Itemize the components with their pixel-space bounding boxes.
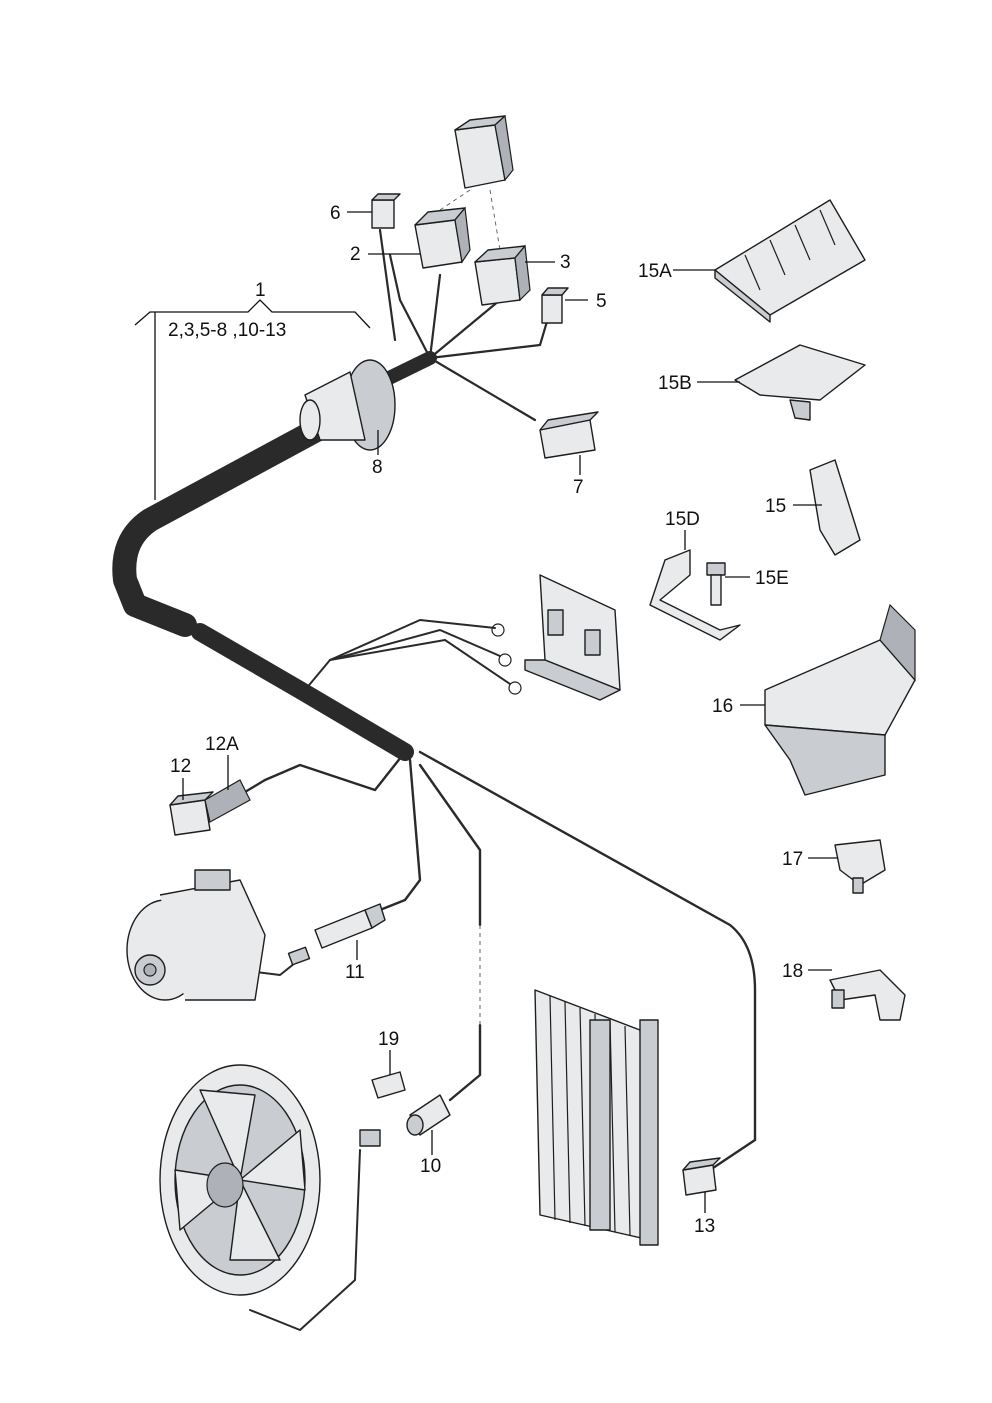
callout-labels: 1 2,3,5-8 ,10-13 6 2 3 5 8 7 15A 15B 15 … bbox=[168, 203, 803, 1237]
connector-7 bbox=[539, 411, 599, 459]
callout-5: 5 bbox=[596, 291, 607, 312]
callout-16: 16 bbox=[712, 696, 733, 717]
callout-19: 19 bbox=[378, 1029, 399, 1050]
relay-socket-3 bbox=[474, 244, 531, 306]
callout-8: 8 bbox=[372, 457, 383, 478]
callout-15b: 15B bbox=[658, 373, 692, 394]
connector-11 bbox=[287, 903, 386, 966]
bolt-15e bbox=[706, 562, 726, 606]
callout-6: 6 bbox=[330, 203, 341, 224]
callout-15d: 15D bbox=[665, 509, 700, 530]
relay-part bbox=[439, 114, 514, 251]
holder-15b bbox=[734, 344, 866, 421]
callout-12a: 12A bbox=[205, 734, 239, 755]
connector-6 bbox=[371, 193, 401, 229]
callout-15: 15 bbox=[765, 496, 786, 517]
connector-12 bbox=[169, 779, 251, 836]
bracket-15d bbox=[649, 549, 741, 641]
leader-lines bbox=[182, 211, 838, 1213]
callout-13: 13 bbox=[694, 1216, 715, 1237]
group-bracket-1 bbox=[134, 299, 371, 500]
connector-5 bbox=[541, 287, 569, 324]
radiator-fan bbox=[159, 1064, 381, 1296]
callout-1-group: 2,3,5-8 ,10-13 bbox=[168, 320, 286, 341]
callout-1: 1 bbox=[255, 280, 266, 301]
clip-19 bbox=[371, 1071, 406, 1099]
callout-15e: 15E bbox=[755, 568, 789, 589]
connector-10 bbox=[406, 1094, 451, 1136]
callout-12: 12 bbox=[170, 756, 191, 777]
grommet-part bbox=[299, 359, 396, 451]
relay-socket-2 bbox=[414, 206, 471, 269]
callout-7: 7 bbox=[573, 477, 584, 498]
relay-plate bbox=[491, 574, 621, 701]
callout-17: 17 bbox=[782, 849, 803, 870]
callout-10: 10 bbox=[420, 1156, 441, 1177]
clip-18 bbox=[829, 969, 906, 1021]
ac-compressor bbox=[126, 869, 266, 1001]
cover-16 bbox=[764, 603, 916, 796]
callout-2: 2 bbox=[350, 244, 361, 265]
callout-3: 3 bbox=[560, 252, 571, 273]
condenser bbox=[534, 989, 659, 1246]
clip-15 bbox=[809, 459, 861, 556]
callout-18: 18 bbox=[782, 961, 803, 982]
bracket-15a bbox=[714, 199, 866, 323]
clip-17 bbox=[834, 839, 886, 894]
connector-13 bbox=[682, 1157, 721, 1196]
callout-11: 11 bbox=[345, 962, 365, 983]
callout-15a: 15A bbox=[638, 261, 672, 282]
